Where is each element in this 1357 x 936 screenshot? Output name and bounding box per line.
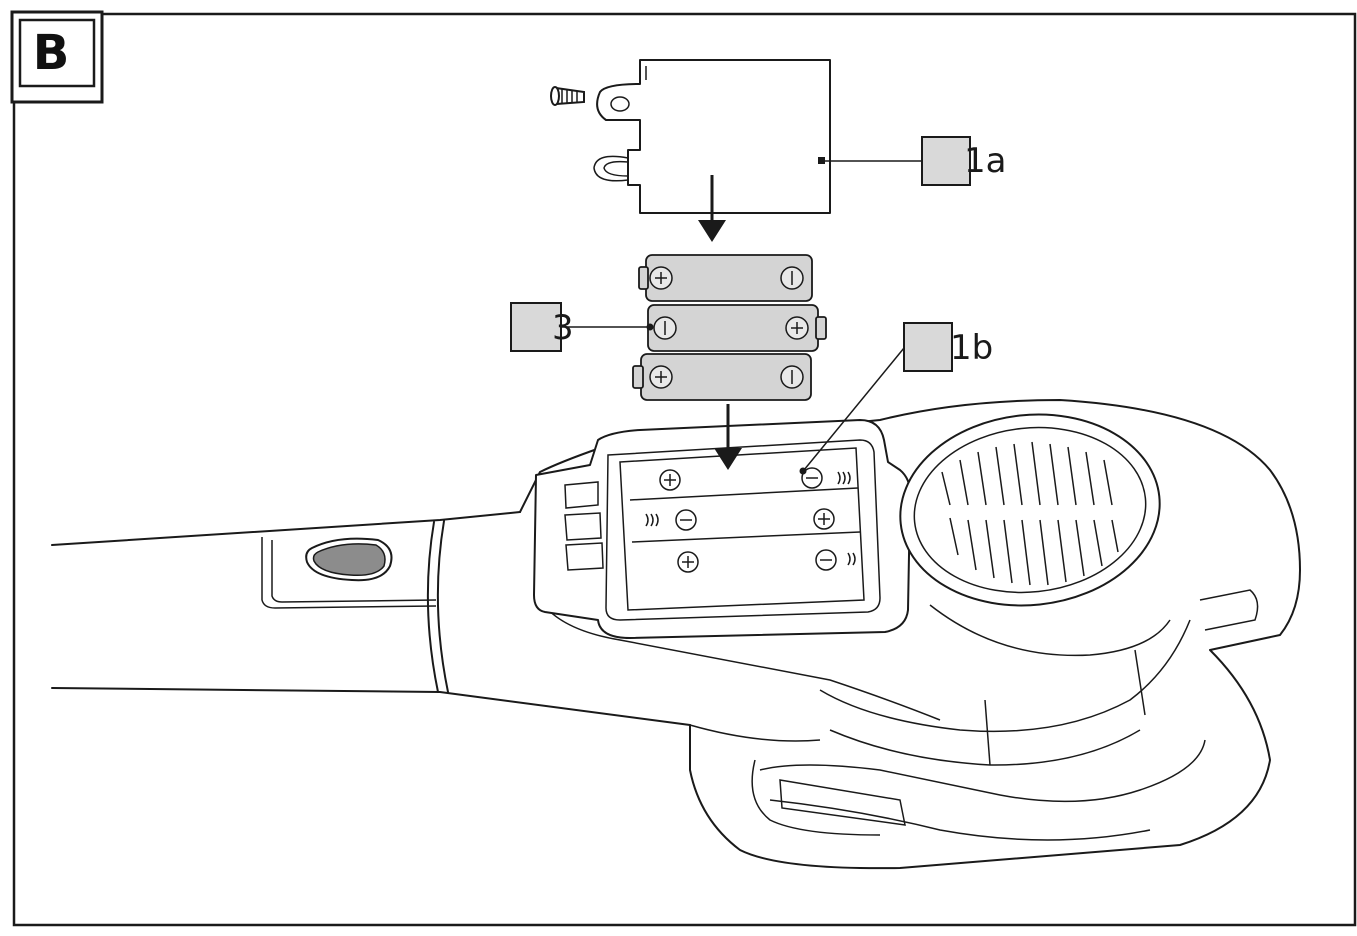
figure-frame bbox=[12, 12, 1357, 927]
arrow-down-icon bbox=[698, 175, 726, 242]
battery bbox=[638, 254, 813, 302]
figure-label: B bbox=[33, 25, 70, 81]
compartment-terminal-symbols bbox=[645, 467, 856, 573]
callout-label-1b: 1b bbox=[950, 328, 993, 368]
battery bbox=[632, 353, 812, 401]
callout-label-3: 3 bbox=[552, 308, 574, 348]
callout-1b: 1b bbox=[799, 322, 993, 475]
batteries bbox=[632, 254, 827, 401]
speaker-grille bbox=[899, 413, 1161, 607]
callout-label-1a: 1a bbox=[964, 141, 1006, 181]
device-body bbox=[51, 399, 1301, 870]
screw-icon bbox=[550, 86, 585, 106]
figure-label-box: B bbox=[10, 10, 104, 104]
power-button bbox=[305, 537, 393, 582]
battery-cover bbox=[550, 59, 831, 214]
battery-compartment bbox=[533, 419, 912, 639]
arrow-down-icon bbox=[714, 404, 742, 470]
battery bbox=[647, 304, 827, 352]
callout-3: 3 bbox=[510, 302, 654, 352]
callout-1a: 1a bbox=[818, 136, 1006, 186]
